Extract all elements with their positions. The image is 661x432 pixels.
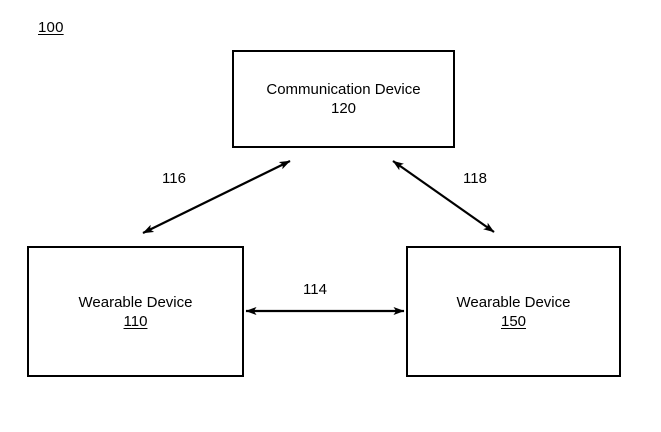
edge-line-116 xyxy=(142,160,291,234)
node-title: Communication Device xyxy=(266,81,421,98)
node-reference-number: 120 xyxy=(330,100,357,117)
node-reference-number: 150 xyxy=(500,312,527,330)
edge-label-116: 116 xyxy=(162,170,186,187)
node-title: Wearable Device xyxy=(78,293,193,311)
node-reference-number: 110 xyxy=(123,312,148,330)
node-communication-device[interactable]: Communication Device 120 xyxy=(232,50,455,148)
node-wearable-device-110[interactable]: Wearable Device 110 xyxy=(27,246,244,377)
edge-label-118: 118 xyxy=(463,170,487,187)
node-wearable-device-150[interactable]: Wearable Device 150 xyxy=(406,246,621,377)
edge-line-118 xyxy=(392,160,495,233)
node-title: Wearable Device xyxy=(456,293,571,311)
edge-label-114: 114 xyxy=(303,281,327,298)
figure-number-label: 100 xyxy=(38,19,64,36)
